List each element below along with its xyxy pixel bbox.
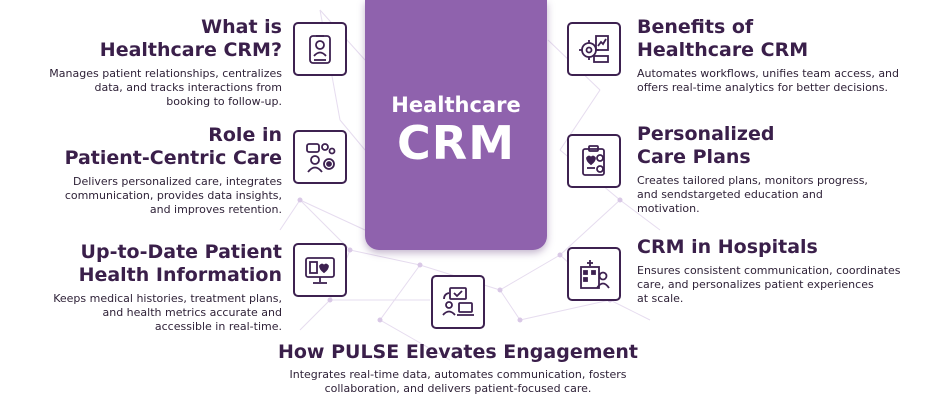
what-is-desc-line3: booking to follow-up. bbox=[166, 95, 282, 108]
what-is-desc-line1: Manages patient relationships, centraliz… bbox=[49, 67, 282, 80]
pulse-title: How PULSE Elevates Engagement bbox=[277, 341, 639, 363]
uptodate-desc-line1: Keeps medical histories, treatment plans… bbox=[53, 292, 282, 305]
hospital-user-icon bbox=[567, 247, 621, 301]
what-is-description: Manages patient relationships, centraliz… bbox=[20, 67, 282, 109]
personalized-title-line2: Care Plans bbox=[637, 146, 751, 168]
hospitals-desc-line2: care, and personalizes patient experienc… bbox=[637, 278, 874, 291]
personalized-description: Creates tailored plans, monitors progres… bbox=[637, 174, 927, 216]
analytics-gear-icon bbox=[567, 22, 621, 76]
what-is-desc-line2: data, and tracks interactions from bbox=[94, 81, 283, 94]
section-what-is: What is Healthcare CRM? Manages patient … bbox=[20, 16, 282, 109]
section-uptodate: Up-to-Date Patient Health Information Ke… bbox=[20, 241, 282, 334]
benefits-desc-line1: Automates workflows, unifies team access… bbox=[637, 67, 900, 80]
role-desc-line3: and improves retention. bbox=[149, 203, 282, 216]
benefits-title-line1: Benefits of bbox=[637, 16, 754, 38]
center-title: CRM bbox=[397, 116, 515, 170]
patient-target-icon bbox=[293, 130, 347, 184]
personalized-desc-line3: motivation. bbox=[637, 202, 700, 215]
pulse-desc-line2: collaboration, and delivers patient-focu… bbox=[324, 382, 592, 395]
benefits-desc-line2: offers real-time analytics for better de… bbox=[637, 81, 889, 94]
hospitals-desc-line3: at scale. bbox=[637, 292, 684, 305]
hospitals-title: CRM in Hospitals bbox=[637, 236, 818, 258]
center-subtitle: Healthcare bbox=[391, 93, 521, 117]
section-hospitals: CRM in Hospitals Ensures consistent comm… bbox=[637, 236, 927, 306]
uptodate-desc-line3: accessible in real-time. bbox=[154, 320, 282, 333]
what-is-title-line2: Healthcare CRM? bbox=[99, 39, 282, 61]
pulse-desc-line1: Integrates real-time data, automates com… bbox=[289, 368, 627, 381]
section-benefits: Benefits of Healthcare CRM Automates wor… bbox=[637, 16, 927, 95]
role-desc-line1: Delivers personalized care, integrates bbox=[73, 175, 282, 188]
section-pulse: How PULSE Elevates Engagement Integrates… bbox=[240, 341, 676, 396]
uptodate-title-line1: Up-to-Date Patient bbox=[80, 241, 282, 263]
benefits-title-line2: Healthcare CRM bbox=[637, 39, 809, 61]
section-role: Role in Patient-Centric Care Delivers pe… bbox=[20, 124, 282, 217]
uptodate-description: Keeps medical histories, treatment plans… bbox=[20, 292, 282, 334]
role-title-line2: Patient-Centric Care bbox=[64, 147, 282, 169]
users-laptop-icon bbox=[431, 275, 485, 329]
hospitals-desc-line1: Ensures consistent communication, coordi… bbox=[637, 264, 901, 277]
role-desc-line2: communication, provides data insights, bbox=[64, 189, 282, 202]
personalized-title-line1: Personalized bbox=[637, 123, 775, 145]
center-card: Healthcare CRM bbox=[365, 0, 547, 250]
what-is-title-line1: What is bbox=[201, 16, 282, 38]
personalized-desc-line1: Creates tailored plans, monitors progres… bbox=[637, 174, 868, 187]
section-personalized: Personalized Care Plans Creates tailored… bbox=[637, 123, 927, 216]
benefits-description: Automates workflows, unifies team access… bbox=[637, 67, 927, 95]
hospitals-description: Ensures consistent communication, coordi… bbox=[637, 264, 927, 306]
clipboard-heart-icon bbox=[567, 134, 621, 188]
id-badge-icon bbox=[293, 22, 347, 76]
uptodate-title-line2: Health Information bbox=[78, 264, 282, 286]
role-description: Delivers personalized care, integrates c… bbox=[20, 175, 282, 217]
personalized-desc-line2: and sendstargeted education and bbox=[637, 188, 823, 201]
monitor-health-icon bbox=[293, 243, 347, 297]
pulse-description: Integrates real-time data, automates com… bbox=[240, 368, 676, 396]
role-title-line1: Role in bbox=[208, 124, 282, 146]
uptodate-desc-line2: and health metrics accurate and bbox=[102, 306, 282, 319]
